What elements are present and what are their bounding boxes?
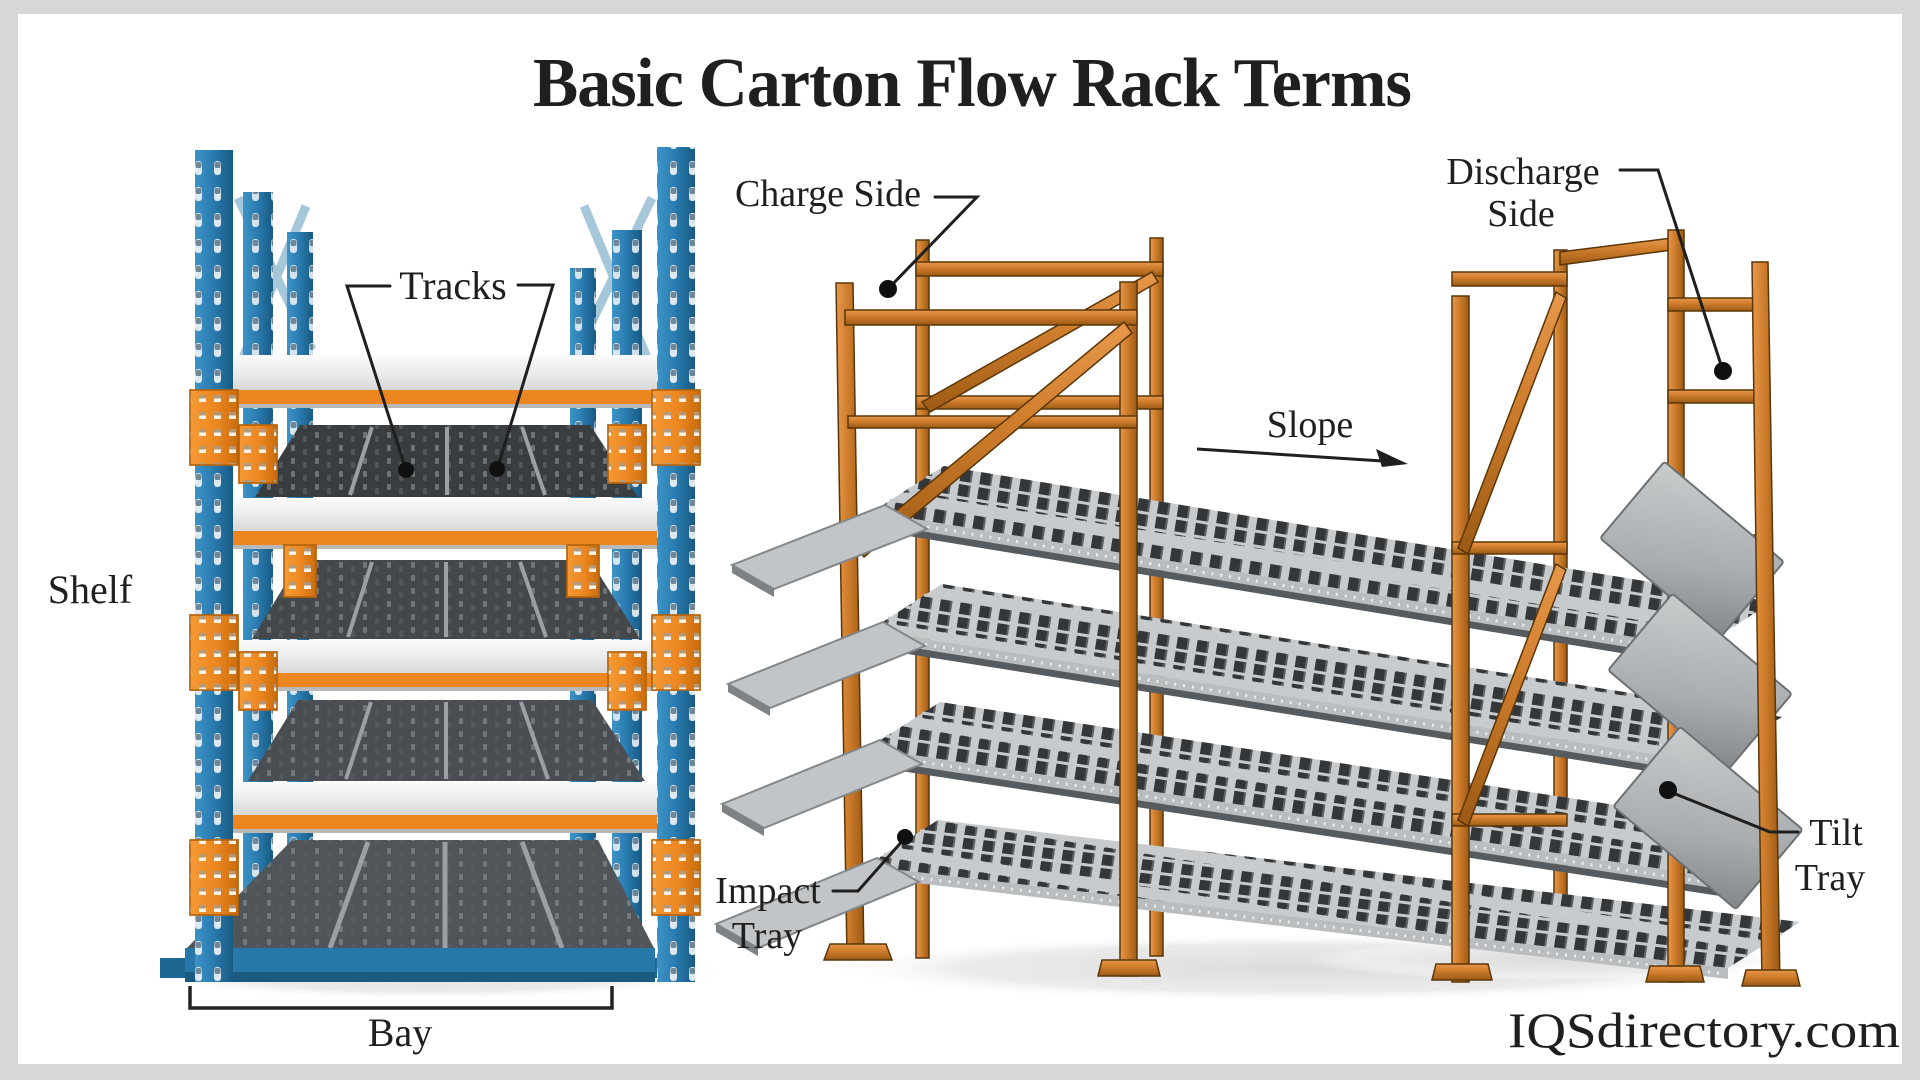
left-rack-base	[160, 948, 682, 982]
tracks-leader-right	[495, 283, 556, 472]
tracks-point-marker-right	[489, 461, 505, 477]
tilt-tray-leader	[1666, 789, 1800, 834]
shelf-deck-4	[185, 840, 655, 950]
track-deck-2	[870, 584, 1782, 781]
right-rack-illustration	[713, 229, 1803, 987]
shelf-beam-3	[228, 640, 662, 691]
label-discharge-side-line2: Side	[1487, 193, 1555, 235]
annotations: Tracks Shelf Bay Charge Side Slope Disch…	[48, 151, 1865, 1055]
watermark-text: IQSdirectory.com	[1508, 1002, 1900, 1058]
slope-arrow-shaft	[1196, 447, 1399, 464]
label-impact-tray-line1: Impact	[715, 870, 821, 912]
label-bay: Bay	[368, 1010, 432, 1055]
bay-bracket	[188, 986, 614, 1010]
impact-trays	[713, 503, 930, 956]
label-tracks: Tracks	[399, 263, 506, 308]
label-impact-tray-line2: Tray	[732, 915, 802, 957]
label-charge-side: Charge Side	[735, 173, 921, 215]
left-rack-illustration	[160, 147, 701, 982]
left-rack-splice-plates	[189, 389, 701, 916]
tilt-tray-point-marker	[1659, 781, 1677, 799]
shelf-deck-1	[255, 425, 638, 497]
impact-tray-leader	[831, 836, 907, 893]
shelf-beam-4	[228, 782, 662, 833]
right-rack-rear-frames	[915, 237, 1673, 959]
left-rack-shelf-levels	[160, 355, 682, 982]
discharge-side-leader	[1618, 168, 1725, 373]
charge-side-leader	[886, 195, 981, 291]
label-tilt-tray-line1: Tilt	[1809, 812, 1863, 854]
shelf-beam-2	[228, 498, 662, 549]
shelf-beam-1	[228, 355, 662, 408]
label-tilt-tray-line2: Tray	[1795, 857, 1865, 899]
slope-arrow-head	[1376, 449, 1408, 467]
impact-tray-point-marker	[897, 829, 913, 845]
tilt-trays	[1600, 461, 1803, 910]
flow-track-decks	[866, 466, 1800, 979]
label-discharge-side-line1: Discharge	[1446, 151, 1599, 193]
shelf-deck-3	[248, 700, 645, 781]
diagram-title: Basic Carton Flow Rack Terms	[533, 45, 1411, 122]
label-shelf: Shelf	[48, 567, 133, 612]
charge-side-point-marker	[879, 280, 897, 298]
tracks-point-marker-left	[398, 462, 414, 478]
label-slope: Slope	[1267, 404, 1354, 446]
track-deck-3	[868, 702, 1792, 896]
shelf-deck-2	[252, 560, 640, 639]
tracks-leader-left	[344, 284, 408, 472]
discharge-side-point-marker	[1714, 362, 1732, 380]
discharge-outer-post	[1741, 261, 1801, 987]
track-deck-4	[866, 820, 1800, 979]
